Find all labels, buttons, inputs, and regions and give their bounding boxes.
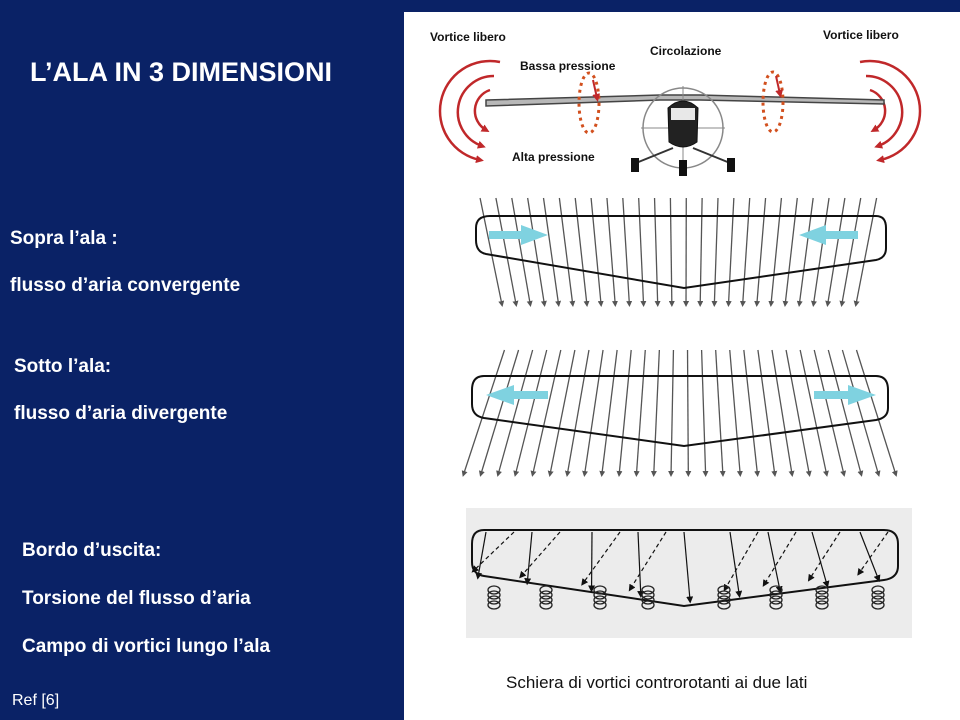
vortex-right-label: Vortice libero: [823, 28, 899, 42]
streamline: [606, 197, 618, 307]
low-pressure-label: Bassa pressione: [520, 59, 616, 73]
streamline: [700, 349, 709, 477]
reference: Ref [6]: [12, 692, 60, 709]
streamline: [564, 349, 590, 477]
vortex-icon: [438, 59, 501, 164]
below-wing-text: flusso d’aria divergente: [14, 403, 228, 424]
streamline: [754, 197, 767, 307]
streamline: [782, 197, 798, 307]
streamline: [475, 531, 487, 580]
streamline: [511, 197, 533, 307]
trailing-edge-line2: Campo di vortici lungo l’ala: [22, 636, 271, 657]
streamline: [653, 197, 661, 307]
streamline: [519, 531, 561, 579]
streamline: [547, 349, 576, 477]
streamline: [729, 531, 743, 598]
streamline: [668, 349, 675, 477]
streamline: [638, 197, 647, 307]
vortex-left-label: Vortice libero: [430, 30, 506, 44]
streamline: [711, 197, 719, 307]
high-pressure-label: Alta pressione: [512, 150, 595, 164]
streamline: [582, 349, 604, 477]
streamline: [767, 531, 783, 594]
airplane-icon: [485, 86, 885, 176]
left-panel: [0, 0, 404, 720]
streamline: [825, 197, 846, 307]
streamline: [723, 531, 759, 592]
streamline: [496, 349, 534, 477]
streamline: [697, 197, 704, 307]
streamline: [729, 349, 743, 477]
flow-arrow-icon: [814, 385, 876, 405]
wing-bottom-flow-diagram: [461, 349, 898, 477]
streamline: [685, 349, 692, 477]
streamline: [859, 531, 881, 583]
streamline: [574, 197, 590, 307]
streamline: [785, 349, 812, 477]
streamline: [513, 349, 548, 477]
streamline: [796, 197, 814, 307]
streamline: [479, 197, 505, 307]
wing-trailing-vortex-diagram: [466, 508, 912, 638]
streamline: [461, 349, 506, 477]
streamline: [807, 531, 841, 582]
streamline: [739, 197, 751, 307]
streamline: [715, 349, 726, 477]
streamline: [622, 197, 633, 307]
above-wing-heading: Sopra l’ala :: [10, 228, 118, 249]
trailing-edge-heading: Bordo d’uscita:: [22, 540, 162, 561]
streamline: [855, 349, 898, 477]
streamline: [683, 531, 694, 604]
streamline: [839, 197, 862, 307]
streamline: [725, 197, 735, 307]
streamline: [599, 349, 618, 477]
streamline: [799, 349, 829, 477]
trailing-edge-line1: Torsione del flusso d’aria: [22, 588, 251, 609]
streamline: [811, 197, 830, 307]
streamline: [471, 531, 515, 573]
flow-arrow-icon: [486, 385, 548, 405]
streamline: [762, 531, 797, 587]
streamline: [668, 197, 675, 307]
streamline: [616, 349, 632, 477]
airplane-vortex-diagram: [438, 59, 922, 176]
streamline: [542, 197, 562, 307]
flow-arrow-icon: [799, 225, 858, 245]
streamline: [857, 531, 889, 576]
vortex-icon: [859, 59, 922, 164]
streamline: [811, 531, 830, 589]
streamline: [530, 349, 562, 477]
vortex-icon: [487, 585, 885, 610]
circulation-label: Circolazione: [650, 44, 722, 58]
streamline: [743, 349, 761, 477]
streamline: [558, 197, 576, 307]
diagram-caption: Schiera di vortici controrotanti ai due …: [506, 673, 808, 692]
streamline: [841, 349, 881, 477]
slide-title: L’ALA IN 3 DIMENSIONI: [30, 57, 333, 87]
streamline: [478, 349, 520, 477]
circulation-icon: [577, 70, 785, 135]
wing-top-flow-diagram: [475, 197, 887, 307]
flow-arrow-icon: [489, 225, 548, 245]
streamline: [771, 349, 795, 477]
streamline: [853, 197, 878, 307]
streamline: [527, 197, 547, 307]
streamline: [637, 531, 645, 598]
above-wing-text: flusso d’aria convergente: [10, 275, 241, 296]
streamline: [524, 531, 533, 586]
below-wing-heading: Sotto l’ala:: [14, 356, 112, 377]
streamline: [768, 197, 783, 307]
streamline: [650, 349, 661, 477]
streamline: [827, 349, 864, 477]
streamline: [757, 349, 778, 477]
streamline: [633, 349, 646, 477]
streamline: [813, 349, 847, 477]
streamline: [581, 531, 621, 586]
streamline: [590, 197, 604, 307]
